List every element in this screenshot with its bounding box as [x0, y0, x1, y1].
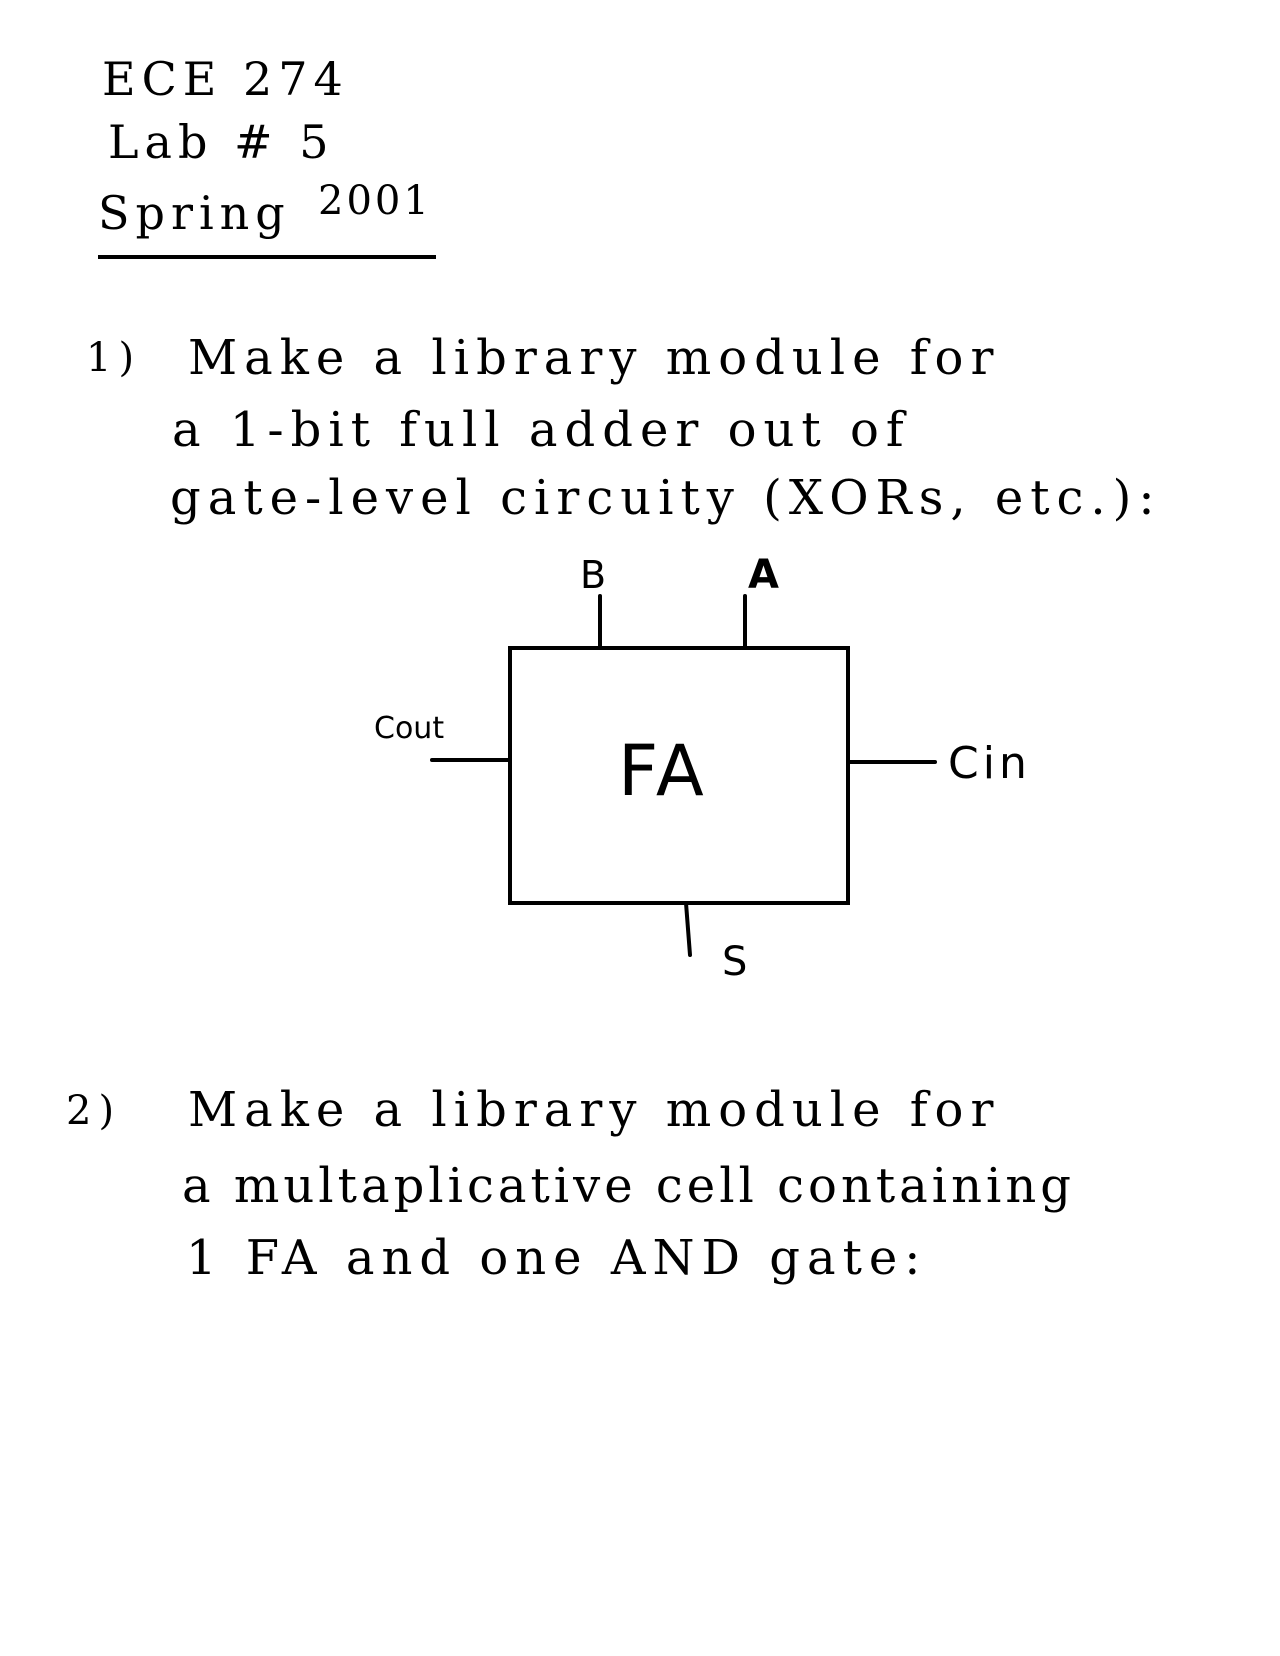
- problem-2-number: 2): [66, 1088, 122, 1134]
- term-year: 2001: [318, 178, 432, 224]
- problem-2-line-1: Make a library module for: [188, 1082, 1001, 1138]
- input-b-label: B: [580, 553, 606, 597]
- input-a-label: A: [748, 552, 779, 598]
- problem-2-line-2: a multaplicative cell containing: [182, 1158, 1076, 1214]
- problem-1-line-1: Make a library module for: [188, 330, 1001, 386]
- course-title: ECE 274: [102, 52, 349, 106]
- lab-number: Lab # 5: [108, 115, 335, 169]
- header-underline: [98, 255, 436, 259]
- sum-wire: [684, 901, 692, 957]
- carry-out-label: Cout: [374, 711, 444, 746]
- problem-2-line-3: 1 FA and one AND gate:: [186, 1230, 928, 1286]
- full-adder-block: [508, 646, 850, 905]
- term-label: Spring: [98, 186, 291, 240]
- problem-1-number: 1): [86, 335, 142, 381]
- problem-1-line-2: a 1-bit full adder out of: [172, 402, 911, 458]
- problem-1-line-3: gate-level circuity (XORs, etc.):: [170, 470, 1162, 526]
- carry-in-label: Cin: [948, 738, 1031, 789]
- full-adder-label: FA: [618, 730, 708, 812]
- sum-label: S: [722, 939, 747, 985]
